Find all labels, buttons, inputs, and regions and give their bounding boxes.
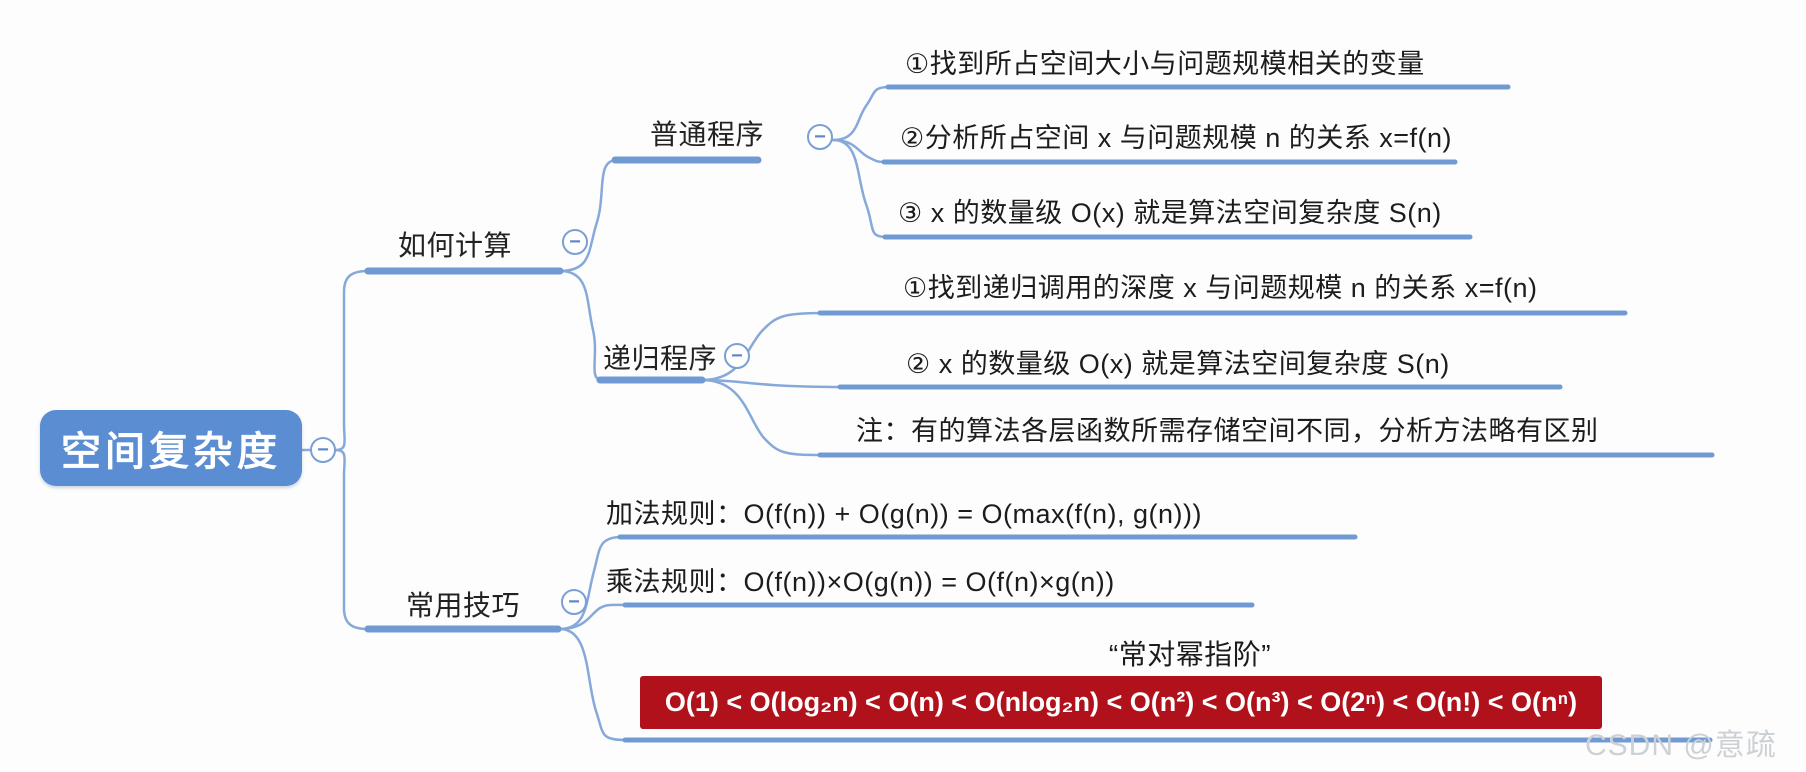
- item-normal-step3[interactable]: ③ x 的数量级 O(x) 就是算法空间复杂度 S(n): [898, 198, 1442, 228]
- item-complexity-order[interactable]: O(1) < O(log₂n) < O(n) < O(nlog₂n) < O(n…: [640, 676, 1602, 729]
- node-normal-program[interactable]: 普通程序: [650, 119, 765, 150]
- item-order-quote[interactable]: “常对幂指阶”: [1108, 639, 1272, 670]
- item-normal-step2[interactable]: ②分析所占空间 x 与问题规模 n 的关系 x=f(n): [900, 123, 1452, 153]
- collapse-icon-recursive-program[interactable]: −: [724, 343, 750, 369]
- item-normal-step1[interactable]: ①找到所占空间大小与问题规模相关的变量: [905, 49, 1425, 79]
- collapse-icon-how-to-calculate[interactable]: −: [562, 229, 588, 255]
- root-node-space-complexity[interactable]: 空间复杂度: [40, 410, 302, 486]
- item-recursive-step1[interactable]: ①找到递归调用的深度 x 与问题规模 n 的关系 x=f(n): [903, 273, 1538, 303]
- item-addition-rule[interactable]: 加法规则：O(f(n)) + O(g(n)) = O(max(f(n), g(n…: [606, 499, 1203, 529]
- item-recursive-step2[interactable]: ② x 的数量级 O(x) 就是算法空间复杂度 S(n): [906, 349, 1450, 379]
- csdn-watermark: CSDN @意疏: [1585, 729, 1777, 762]
- node-how-to-calculate[interactable]: 如何计算: [398, 230, 513, 261]
- item-recursive-note[interactable]: 注：有的算法各层函数所需存储空间不同，分析方法略有区别: [856, 416, 1599, 446]
- collapse-icon-normal-program[interactable]: −: [807, 124, 833, 150]
- item-multiplication-rule[interactable]: 乘法规则：O(f(n))×O(g(n)) = O(f(n)×g(n)): [606, 567, 1115, 597]
- node-common-tricks[interactable]: 常用技巧: [406, 590, 521, 621]
- collapse-icon-common-tricks[interactable]: −: [561, 589, 587, 615]
- node-recursive-program[interactable]: 递归程序: [603, 343, 718, 374]
- collapse-icon-root[interactable]: −: [310, 437, 336, 463]
